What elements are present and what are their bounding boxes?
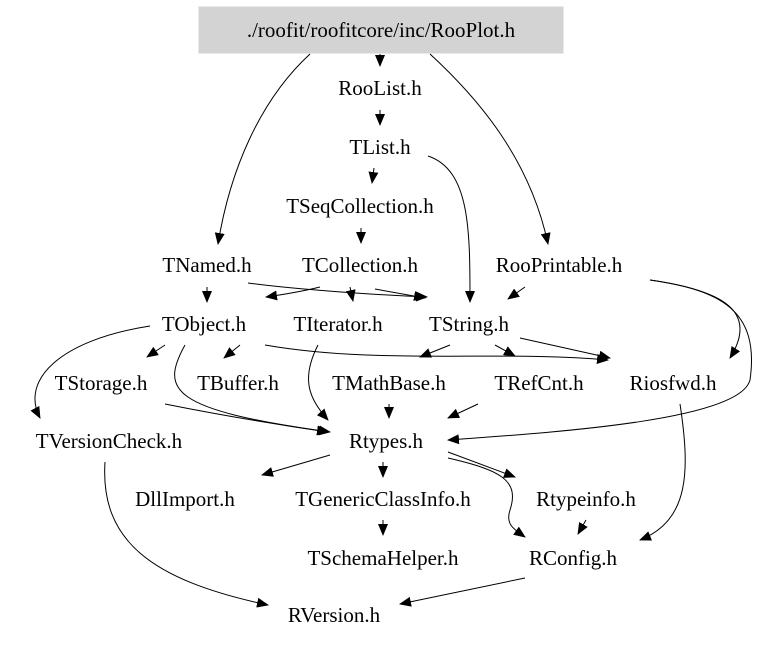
edge-tstring-tmathbase [419, 344, 451, 358]
node-tcollection: TCollection.h [302, 253, 419, 277]
edge-tstring-trefcnt [494, 344, 516, 357]
edge-tstring-riosfwd [519, 337, 611, 361]
edge-rtypeinfo-rconfig [577, 519, 588, 535]
edge-tlist-tseqcollection [368, 167, 379, 184]
node-labels: ./roofit/roofitcore/inc/RooPlot.h RooLis… [36, 18, 717, 627]
node-rooplot: ./roofit/roofitcore/inc/RooPlot.h [247, 18, 516, 42]
edge-titerator-rtypes [308, 344, 329, 421]
edge-rooprintable-tstring [507, 286, 526, 300]
edge-tlist-tstring [427, 155, 475, 303]
edge-rooplot-rooprintable [429, 53, 551, 245]
edge-rtypes-rconfig [447, 457, 526, 538]
edge-tcollection-tobject [265, 286, 321, 301]
node-tseqcollection: TSeqCollection.h [286, 194, 434, 218]
edge-tversioncheck-rversion [104, 461, 269, 608]
node-tschemahelper: TSchemaHelper.h [307, 546, 459, 570]
node-dllimport: DllImport.h [135, 487, 235, 511]
node-rversion: RVersion.h [288, 603, 381, 627]
edge-tnamed-tstring [247, 282, 428, 302]
edge-tcollection-titerator [345, 286, 356, 302]
node-tstorage: TStorage.h [55, 371, 148, 395]
node-tlist: TList.h [349, 135, 411, 159]
edge-tobject-tbuffer [223, 344, 241, 359]
node-tmathbase: TMathBase.h [332, 371, 446, 395]
node-tgenericclassinfo: TGenericClassInfo.h [295, 487, 471, 511]
node-roolist: RooList.h [338, 76, 422, 100]
node-tstring: TString.h [429, 312, 509, 336]
node-rtypes: Rtypes.h [349, 429, 424, 453]
node-tbuffer: TBuffer.h [197, 371, 279, 395]
node-tobject: TObject.h [162, 312, 247, 336]
edge-tstorage-rtypes [164, 403, 329, 436]
node-tnamed: TNamed.h [162, 253, 252, 277]
edges [30, 53, 752, 608]
edge-rooprintable-riosfwd [649, 279, 741, 359]
edge-tobject-riosfwd [264, 344, 609, 364]
edge-rooplot-tnamed [214, 53, 311, 245]
edge-tobject-tversioncheck [30, 325, 151, 419]
root-node-box [198, 6, 564, 54]
edge-rconfig-rversion [399, 577, 526, 607]
node-tversioncheck: TVersionCheck.h [36, 429, 183, 453]
edge-tcollection-tstring [374, 288, 426, 301]
node-rtypeinfo: Rtypeinfo.h [536, 487, 636, 511]
node-riosfwd: Riosfwd.h [630, 371, 717, 395]
edge-trefcnt-rtypes [447, 403, 479, 419]
edge-tobject-tstorage [146, 344, 166, 358]
edge-rtypes-dllimport [261, 454, 331, 477]
node-trefcnt: TRefCnt.h [494, 371, 584, 395]
edge-rtypes-rtypeinfo [447, 451, 516, 478]
edge-riosfwd-rconfig [639, 403, 686, 541]
edge-rooprintable-rtypes [447, 279, 752, 445]
node-rooprintable: RooPrintable.h [496, 253, 623, 277]
node-titerator: TIterator.h [293, 312, 383, 336]
node-rconfig: RConfig.h [529, 546, 618, 570]
